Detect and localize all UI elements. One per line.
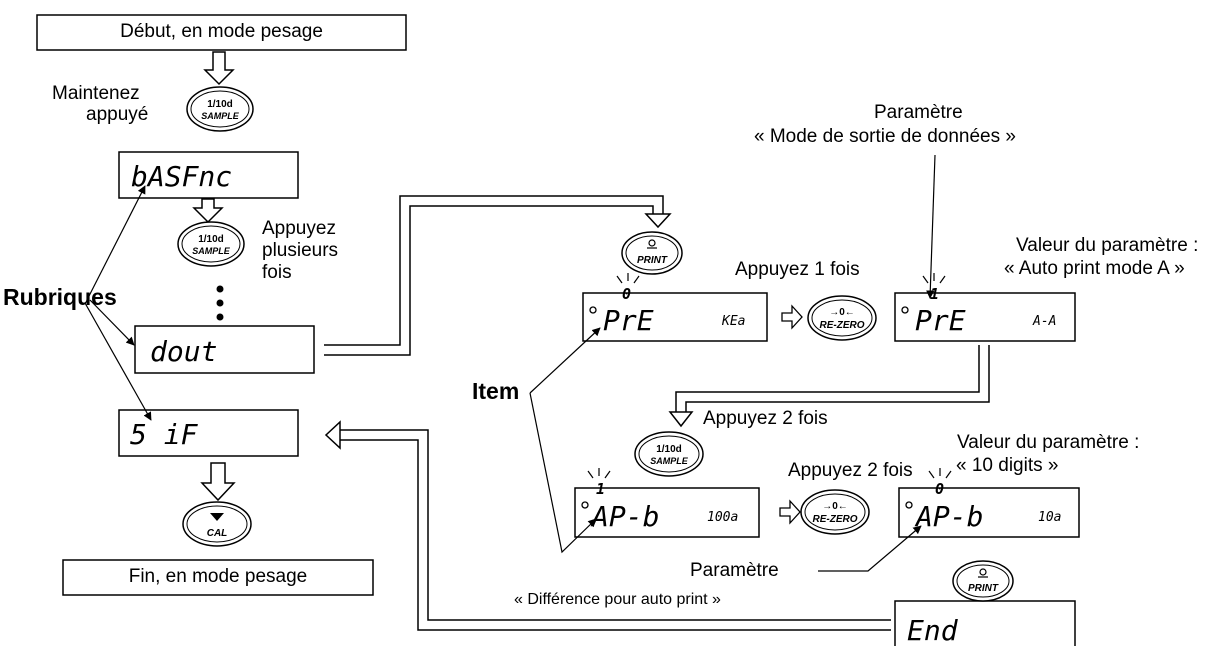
hold-line-1: Maintenez (52, 83, 140, 104)
key-cal-label: CAL (207, 528, 228, 539)
end-box (62, 559, 374, 596)
hollow-right-arrow-2 (779, 499, 801, 525)
display-indicator-dot (589, 306, 597, 314)
key-sample-2-bottom: SAMPLE (192, 246, 231, 256)
value-auto-line-2: « Auto print mode A » (1004, 258, 1185, 279)
key-print-1-label: PRINT (637, 255, 668, 266)
key-rezero-1[interactable] (807, 295, 877, 341)
param-pointers (818, 154, 936, 572)
lcd-prt-b: PrE (915, 304, 966, 337)
lcd-prt-a: PrE (603, 304, 654, 337)
display-prt-a (582, 292, 768, 342)
lcd-apb-b-value: 10a (1038, 510, 1061, 525)
lcd-digit-blink: 0 (622, 285, 631, 303)
display-apb-b (898, 487, 1080, 538)
hollow-right-arrow-1 (781, 304, 803, 330)
hollow-down-arrow-3 (200, 462, 236, 502)
key-sample-1[interactable] (186, 86, 254, 132)
key-rezero-2-bottom: RE-ZERO (813, 514, 858, 525)
param-bottom-line-2: « Différence pour auto print » (514, 591, 721, 608)
lcd-apb-a-value: 100a (707, 510, 738, 525)
lcd-digit-blink: 1 (930, 285, 939, 303)
key-rezero-2[interactable] (800, 489, 870, 535)
hollow-down-arrow-1 (203, 51, 235, 86)
display-basfnc (118, 151, 299, 199)
lcd-end: End (907, 614, 959, 646)
lcd-sif: 5 iF (130, 418, 199, 451)
key-rezero-1-bottom: RE-ZERO (820, 320, 865, 331)
value-digits-line-2: « 10 digits » (956, 455, 1059, 476)
lcd-digit-blink: 0 (935, 480, 944, 498)
value-digits-line-1: Valeur du paramètre : (957, 432, 1140, 453)
key-sample-3-top: 1/10d (656, 444, 682, 455)
hold-line-2: appuyé (86, 104, 149, 125)
press-once-label: Appuyez 1 fois (735, 259, 860, 280)
lcd-dout: dout (150, 335, 217, 368)
key-print-1[interactable] (621, 231, 683, 275)
key-rezero-1-top: →0← (829, 307, 855, 318)
value-auto-line-1: Valeur du paramètre : (1016, 235, 1199, 256)
connector-prt-to-sample (668, 345, 990, 428)
key-cal[interactable] (182, 501, 252, 547)
display-end (894, 600, 1076, 646)
param-top-line-2: « Mode de sortie de données » (754, 126, 1016, 147)
key-sample-2-top: 1/10d (198, 234, 224, 245)
key-sample-3[interactable] (634, 431, 704, 477)
key-sample-2[interactable] (177, 221, 245, 267)
lcd-prt-b-value: A-A (1032, 314, 1056, 329)
vertical-ellipsis (216, 285, 224, 321)
display-indicator-dot (581, 501, 589, 509)
item-label: Item (472, 378, 520, 404)
start-box (36, 14, 407, 51)
key-print-2[interactable] (952, 560, 1014, 602)
lcd-prt-a-value: KEa (721, 314, 745, 329)
connector-end-to-sif (324, 420, 891, 631)
key-sample-3-bottom: SAMPLE (650, 456, 689, 466)
display-prt-b (894, 292, 1076, 342)
item-pointers (529, 327, 601, 554)
press-several-line-3: fois (262, 262, 292, 283)
key-rezero-2-top: →0← (822, 501, 848, 512)
param-top-line-1: Paramètre (874, 102, 963, 123)
display-apb-a (574, 487, 760, 538)
lcd-apb-a: AP-b (590, 500, 659, 533)
start-label: Début, en mode pesage (120, 21, 323, 42)
hollow-down-arrow-2 (192, 198, 224, 224)
press-twice-a-label: Appuyez 2 fois (703, 408, 828, 429)
connector-dout-to-print (324, 195, 672, 356)
key-sample-1-top: 1/10d (207, 99, 233, 110)
rubriques-label: Rubriques (3, 284, 117, 310)
display-dout (134, 325, 315, 374)
lcd-digit-blink: 1 (596, 480, 605, 498)
display-indicator-dot (905, 501, 913, 509)
end-label: Fin, en mode pesage (128, 566, 308, 587)
press-twice-b-label: Appuyez 2 fois (788, 460, 913, 481)
lcd-basfnc: bASFnc (131, 160, 232, 193)
press-several-line-1: Appuyez (262, 218, 336, 239)
press-several-line-2: plusieurs (262, 240, 339, 261)
lcd-apb-b: AP-b (914, 500, 983, 533)
display-indicator-dot (901, 306, 909, 314)
blink-rays (587, 273, 952, 479)
key-sample-1-bottom: SAMPLE (201, 111, 240, 121)
key-print-2-label: PRINT (968, 583, 999, 594)
param-bottom-line-1: Paramètre (690, 560, 779, 581)
rubriques-pointers (84, 185, 152, 421)
